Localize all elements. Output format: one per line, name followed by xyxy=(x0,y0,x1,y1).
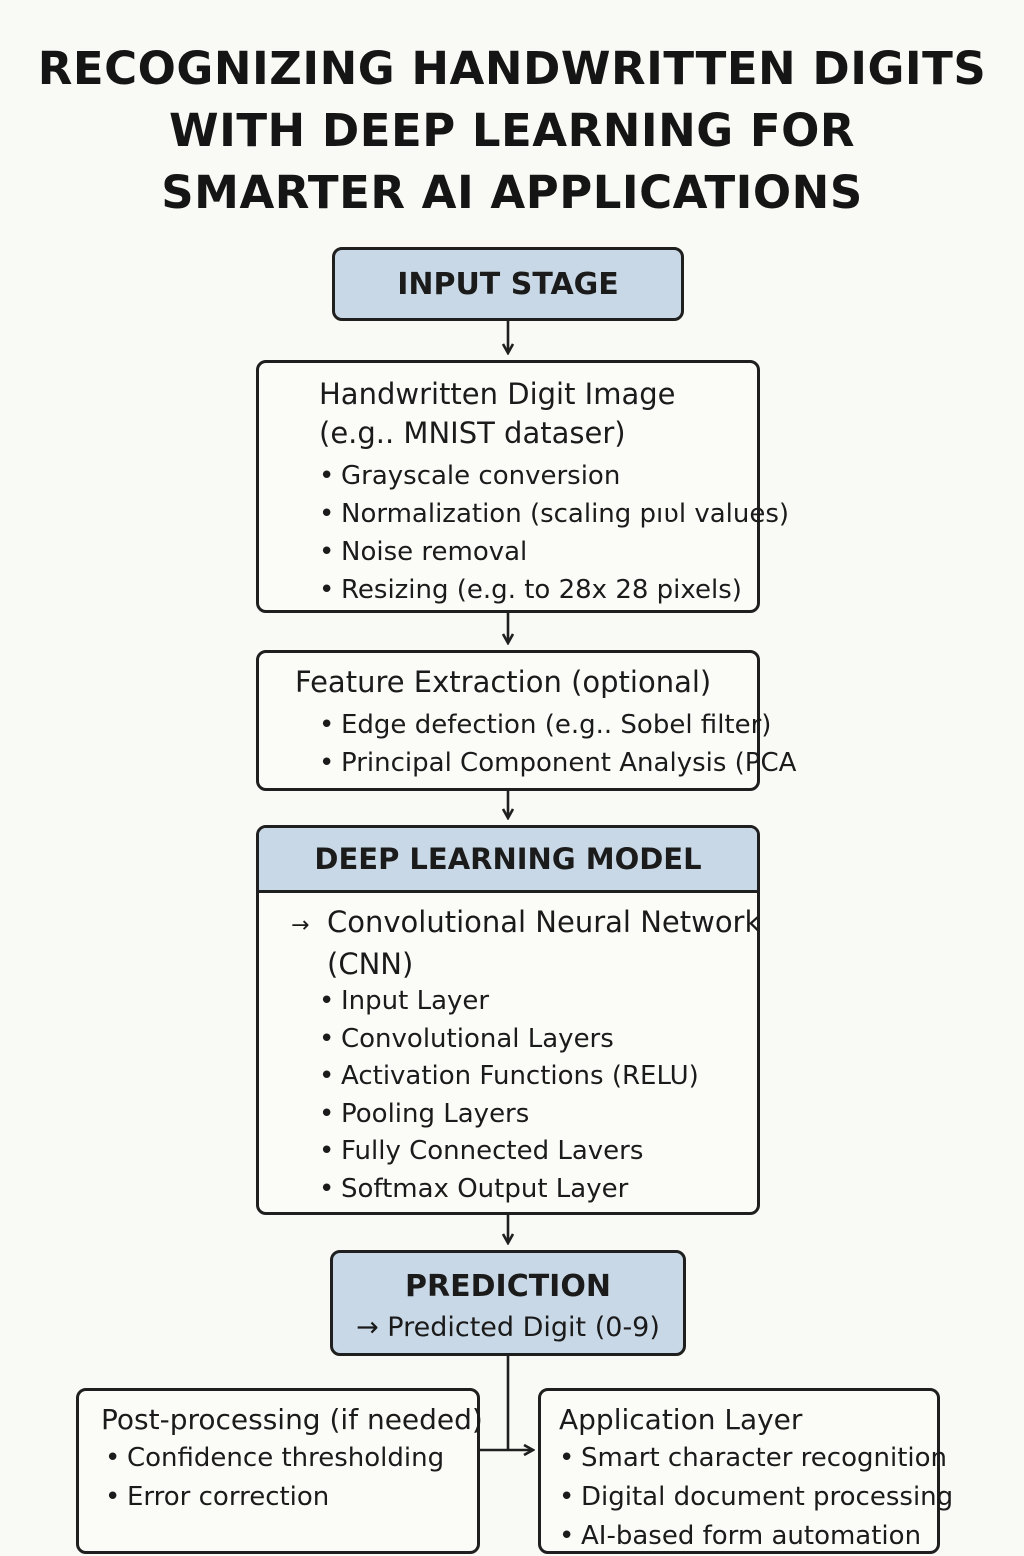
bullet-icon: • xyxy=(105,1482,121,1512)
post-processing-box: Post-processing (if needed) •Confidence … xyxy=(76,1388,483,1554)
arrow-right-icon: → xyxy=(291,913,310,938)
list-item-text: Normalization (scaling pıʋl values) xyxy=(341,499,790,529)
title-line-2: WITH DEEP LEARNING FOR xyxy=(168,104,856,157)
feature-list: •Edge defection (e.g.. Sobel filter) •Pr… xyxy=(319,706,796,782)
list-item: •Smart character recognition xyxy=(559,1439,947,1478)
application-list: •Smart character recognition •Digital do… xyxy=(559,1439,953,1556)
title-line-3: SMARTER AI APPLICATIONS xyxy=(161,166,863,219)
list-item-text: Smart character recognition xyxy=(581,1443,948,1473)
list-item-text: Resizing (e.g. to 28x 28 pixels) xyxy=(341,575,742,605)
cnn-title: Convolutional Neural Network xyxy=(327,905,760,939)
list-item: •Input Layer xyxy=(319,983,757,1021)
prediction-sub: → Predicted Digit (0-9) xyxy=(333,1307,683,1349)
list-item-text: AI-based form automation xyxy=(581,1521,922,1551)
deep-learning-body: →Convolutional Neural Network (CNN) •Inp… xyxy=(259,893,757,1208)
bullet-icon: • xyxy=(319,537,335,567)
list-item-text: Activation Functions (RELU) xyxy=(341,1061,699,1091)
list-item: •Principal Component Analysis (PCA xyxy=(319,744,796,782)
list-item-text: Error correction xyxy=(127,1482,330,1512)
cnn-layers-list: •Input Layer •Convolutional Layers •Acti… xyxy=(319,983,757,1208)
bullet-icon: • xyxy=(105,1443,121,1473)
list-item: •Normalization (scaling pıʋl values) xyxy=(319,495,789,533)
preprocessing-list: •Grayscale conversion •Normalization (sc… xyxy=(319,457,789,609)
list-item-text: Digital document processing xyxy=(581,1482,954,1512)
list-item: •Digital document processing xyxy=(559,1478,953,1517)
list-item-text: Grayscale conversion xyxy=(341,461,621,491)
prediction-label: PREDICTION xyxy=(405,1269,611,1304)
handwritten-title-line-2: (e.g.. MNIST dataser) xyxy=(319,416,626,450)
feature-extraction-box: Feature Extraction (optional) •Edge defe… xyxy=(256,650,796,791)
list-item: •AI-based form automation xyxy=(559,1517,937,1556)
bullet-icon: • xyxy=(319,710,335,740)
title-line-1: RECOGNIZING HANDWRITTEN DIGITS xyxy=(37,42,987,95)
feature-title: Feature Extraction (optional) xyxy=(295,665,712,699)
deep-learning-model-box: DEEP LEARNING MODEL → Convolutional Neura… xyxy=(256,825,760,1215)
bullet-icon: • xyxy=(559,1482,575,1512)
list-item: •Softmax Output Layer xyxy=(319,1171,757,1209)
bullet-icon: • xyxy=(319,1098,335,1129)
bullet-icon: • xyxy=(559,1443,575,1473)
bullet-icon: • xyxy=(319,1061,335,1091)
page-title: RECOGNIZING HANDWRITTEN DIGITS WITH DEEP… xyxy=(0,38,1024,224)
bullet-icon: • xyxy=(319,461,335,491)
list-item: •Activation Functions (RELU) xyxy=(319,1058,757,1096)
list-item: •Pooling Layers xyxy=(319,1096,757,1134)
deep-learning-header-label: DEEP LEARNING MODEL xyxy=(314,842,702,876)
bullet-icon: • xyxy=(319,1136,335,1166)
list-item-text: Noise removal xyxy=(341,537,528,567)
cnn-line-2: (CNN) xyxy=(327,947,414,981)
list-item-text: Fully Connected Lavers xyxy=(341,1136,644,1166)
input-stage-box: INPUT STAGE xyxy=(332,247,684,321)
list-item-text: Pooling Layers xyxy=(341,1098,530,1129)
bullet-icon: • xyxy=(559,1521,575,1551)
bullet-icon: • xyxy=(319,1173,335,1204)
list-item: •Noise removal xyxy=(319,533,757,571)
cnn-line-1: → Convolutional Neural Network xyxy=(291,903,757,945)
list-item: •Convolutional Layers xyxy=(319,1021,757,1059)
bullet-icon: • xyxy=(319,575,335,605)
application-layer-box: Application Layer •Smart character recog… xyxy=(538,1388,953,1556)
input-stage-label: INPUT STAGE xyxy=(397,266,619,302)
application-layer-title: Application Layer xyxy=(559,1403,803,1436)
list-item: •Grayscale conversion xyxy=(319,457,757,495)
list-item: •Error correction xyxy=(105,1478,477,1517)
post-processing-list: •Confidence thresholding •Error correcti… xyxy=(105,1439,477,1517)
prediction-sub-text: Predicted Digit (0-9) xyxy=(387,1312,660,1343)
list-item: •Resizing (e.g. to 28x 28 pixels) xyxy=(319,571,757,609)
bullet-icon: • xyxy=(319,748,335,778)
list-item-text: Softmax Output Layer xyxy=(341,1173,629,1204)
post-processing-title: Post-processing (if needed) xyxy=(101,1403,483,1436)
list-item-text: Principal Component Analysis (PCA xyxy=(341,748,797,778)
list-item: •Confidence thresholding xyxy=(105,1439,477,1478)
bullet-icon: • xyxy=(319,1023,335,1054)
handwritten-title-line-1: Handwritten Digit Image xyxy=(319,377,676,411)
list-item-text: Input Layer xyxy=(341,986,490,1016)
bullet-icon: • xyxy=(319,986,335,1016)
list-item-text: Convolutional Layers xyxy=(341,1023,614,1054)
handwritten-digit-box: Handwritten Digit Image (e.g.. MNIST dat… xyxy=(256,360,789,613)
bullet-icon: • xyxy=(319,499,335,529)
list-item: •Fully Connected Lavers xyxy=(319,1133,757,1171)
list-item-text: Confidence thresholding xyxy=(127,1443,445,1473)
arrow-right-icon: → xyxy=(356,1312,379,1343)
deep-learning-header: DEEP LEARNING MODEL xyxy=(259,828,757,893)
list-item-text: Edge defection (e.g.. Sobel filter) xyxy=(341,710,772,740)
prediction-box: PREDICTION → Predicted Digit (0-9) xyxy=(330,1250,686,1356)
list-item: •Edge defection (e.g.. Sobel filter) xyxy=(319,706,771,744)
